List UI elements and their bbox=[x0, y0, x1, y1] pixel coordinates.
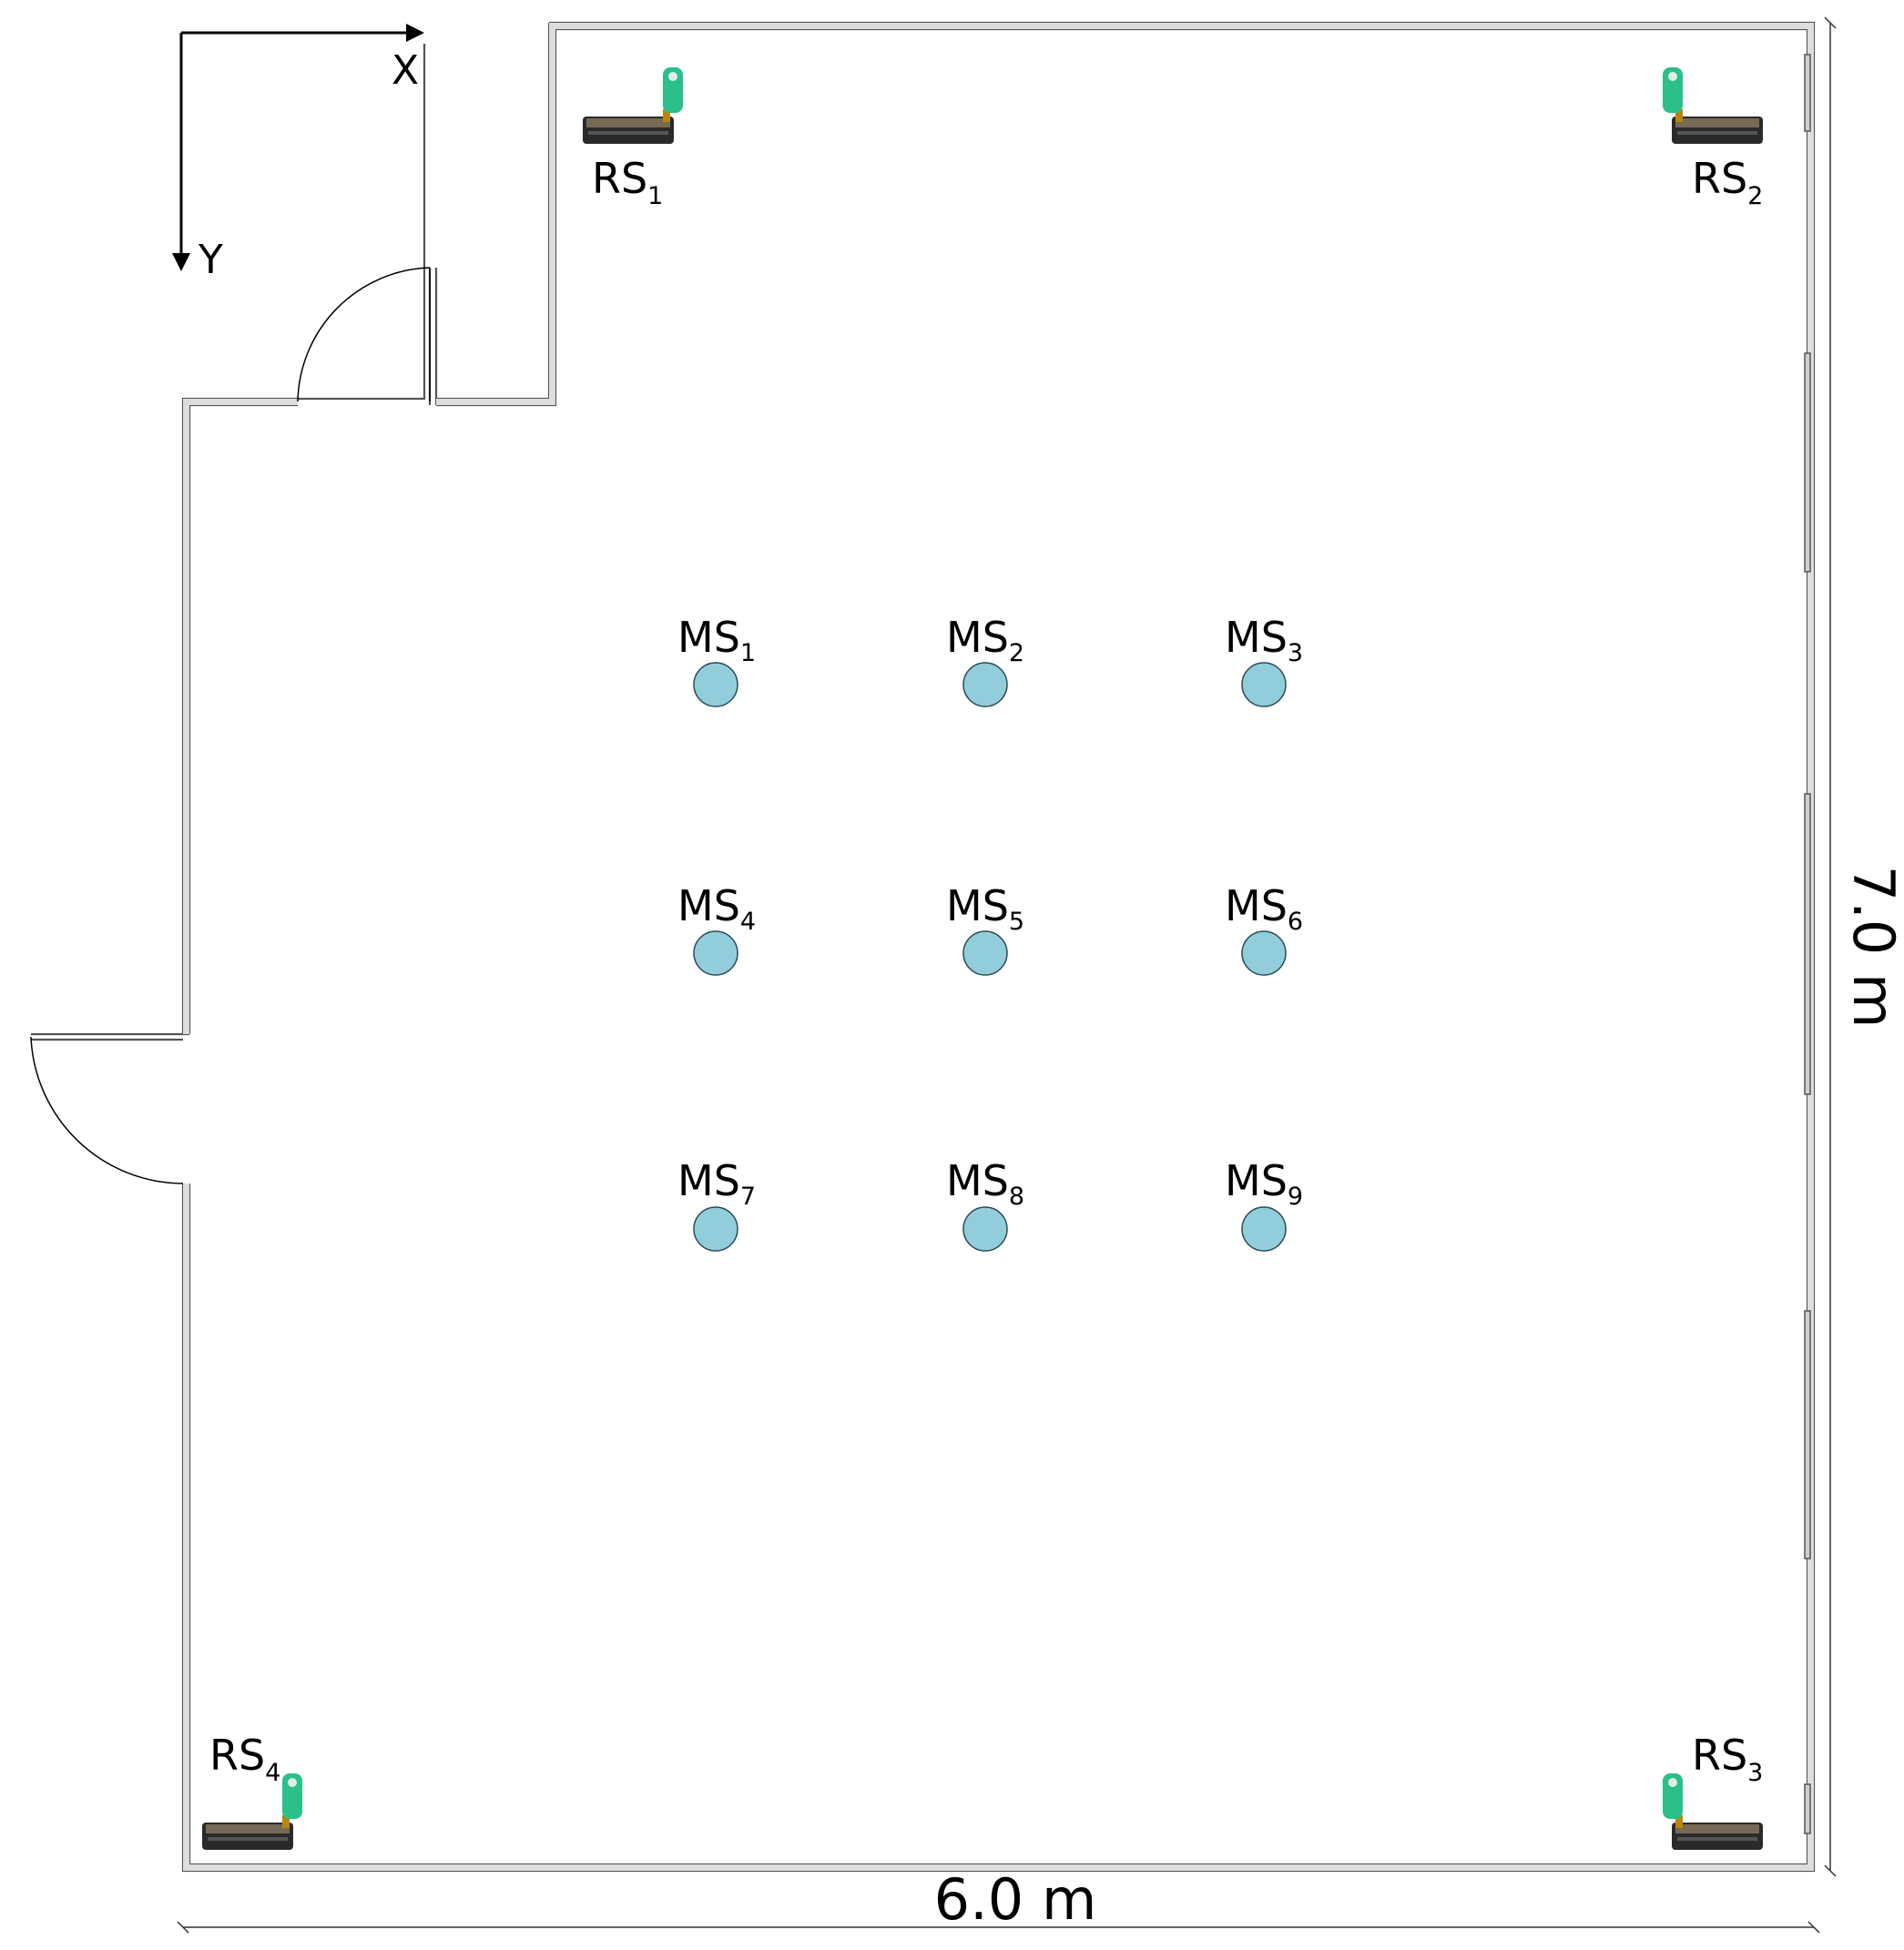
reference-station-4: RS4 bbox=[202, 1731, 302, 1850]
ms-6-prefix: MS bbox=[1225, 881, 1288, 930]
ms-1-sub: 1 bbox=[740, 639, 756, 667]
reference-station-2: RS2 bbox=[1663, 67, 1763, 210]
measurement-point-6: MS6 bbox=[1225, 881, 1303, 976]
height-dimension-label: 7.0 m bbox=[1840, 866, 1904, 1029]
rs-3-prefix: RS bbox=[1692, 1731, 1747, 1780]
y-axis-label: Y bbox=[198, 237, 223, 283]
ms-4-prefix: MS bbox=[677, 881, 740, 930]
ms-5-sub: 5 bbox=[1009, 908, 1024, 936]
circle-marker bbox=[962, 1206, 1008, 1252]
rs-4-prefix: RS bbox=[209, 1731, 265, 1780]
ms-9-sub: 9 bbox=[1288, 1183, 1303, 1211]
svg-text:MS8: MS8 bbox=[946, 1156, 1024, 1211]
rs-3-sub: 3 bbox=[1747, 1759, 1763, 1787]
svg-text:MS6: MS6 bbox=[1225, 881, 1303, 936]
circle-marker bbox=[1241, 662, 1287, 707]
radio-device-icon bbox=[1663, 67, 1763, 144]
ms-9-prefix: MS bbox=[1225, 1156, 1288, 1205]
ms-4-sub: 4 bbox=[740, 908, 756, 936]
circle-marker bbox=[693, 1206, 738, 1252]
svg-text:RS1: RS1 bbox=[592, 154, 663, 210]
svg-text:RS4: RS4 bbox=[209, 1731, 280, 1787]
circle-marker bbox=[693, 662, 738, 707]
measurement-point-5: MS5 bbox=[946, 881, 1024, 976]
svg-text:MS9: MS9 bbox=[1225, 1156, 1303, 1211]
ms-3-sub: 3 bbox=[1288, 639, 1303, 667]
rs-4-sub: 4 bbox=[265, 1759, 280, 1787]
ms-8-prefix: MS bbox=[946, 1156, 1009, 1205]
rs-2-prefix: RS bbox=[1692, 154, 1747, 203]
circle-marker bbox=[962, 930, 1008, 976]
door-top bbox=[297, 267, 431, 402]
svg-text:MS1: MS1 bbox=[677, 613, 756, 667]
measurement-point-8: MS8 bbox=[946, 1156, 1024, 1252]
ms-7-prefix: MS bbox=[677, 1156, 740, 1205]
svg-text:RS2: RS2 bbox=[1692, 154, 1763, 210]
door-left bbox=[30, 1036, 184, 1184]
ms-6-sub: 6 bbox=[1288, 908, 1303, 936]
circle-marker bbox=[1241, 930, 1287, 976]
circle-marker bbox=[693, 930, 738, 976]
svg-text:MS5: MS5 bbox=[946, 881, 1024, 936]
measurement-point-7: MS7 bbox=[677, 1156, 756, 1252]
ms-1-prefix: MS bbox=[677, 613, 740, 662]
svg-text:MS4: MS4 bbox=[677, 881, 756, 936]
measurement-point-3: MS3 bbox=[1225, 613, 1303, 707]
ms-2-prefix: MS bbox=[946, 613, 1009, 662]
svg-text:MS7: MS7 bbox=[677, 1156, 756, 1211]
svg-text:RS3: RS3 bbox=[1692, 1731, 1763, 1787]
measurement-point-9: MS9 bbox=[1225, 1156, 1303, 1252]
svg-text:MS2: MS2 bbox=[946, 613, 1024, 667]
circle-marker bbox=[962, 662, 1008, 707]
coordinate-axes: X Y bbox=[172, 24, 424, 283]
rs-1-sub: 1 bbox=[647, 182, 663, 210]
ms-3-prefix: MS bbox=[1225, 613, 1288, 662]
ms-7-sub: 7 bbox=[740, 1183, 756, 1211]
svg-text:MS3: MS3 bbox=[1225, 613, 1303, 667]
rs-2-sub: 2 bbox=[1747, 182, 1763, 210]
measurement-point-4: MS4 bbox=[677, 881, 756, 976]
reference-station-3: RS3 bbox=[1663, 1731, 1763, 1850]
window-segments bbox=[1804, 54, 1811, 1834]
radio-device-icon bbox=[583, 67, 683, 144]
dimension-lines bbox=[177, 16, 1837, 1934]
rs-1-prefix: RS bbox=[592, 154, 647, 203]
ms-5-prefix: MS bbox=[946, 881, 1009, 930]
reference-station-1: RS1 bbox=[583, 67, 683, 210]
measurement-point-grid: MS1 MS2 MS3 MS4 MS5 MS6 MS7 MS8 bbox=[677, 613, 1303, 1252]
ms-8-sub: 8 bbox=[1009, 1183, 1024, 1211]
room-walls bbox=[31, 21, 1816, 1873]
measurement-point-1: MS1 bbox=[677, 613, 756, 707]
measurement-point-2: MS2 bbox=[946, 613, 1024, 707]
circle-marker bbox=[1241, 1206, 1287, 1252]
ms-2-sub: 2 bbox=[1009, 639, 1024, 667]
x-axis-label: X bbox=[392, 47, 419, 94]
width-dimension-label: 6.0 m bbox=[934, 1866, 1097, 1933]
radio-device-icon bbox=[202, 1773, 302, 1850]
